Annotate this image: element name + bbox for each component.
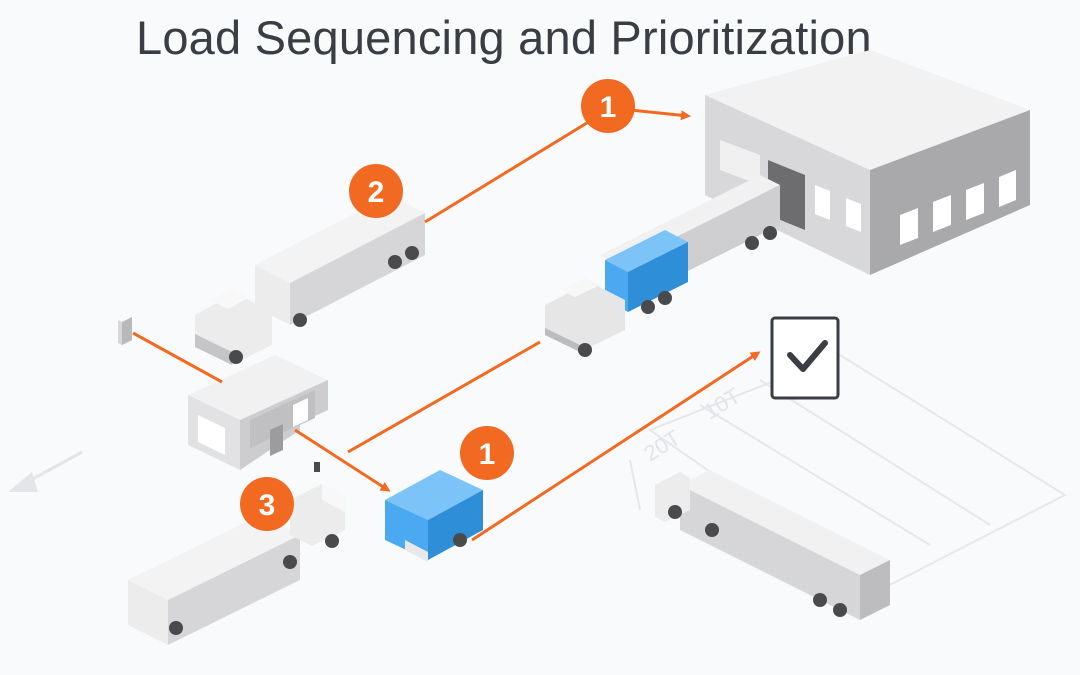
line-gatehouse-to-docked-truck [347, 340, 541, 454]
top-left-truck [195, 195, 425, 365]
bay-label-20t: 20T [639, 425, 684, 466]
svg-text:1: 1 [600, 91, 617, 124]
faint-left-arrow-icon [8, 450, 83, 492]
svg-text:3: 3 [259, 489, 276, 522]
arrow-badge1-to-warehouse-icon [629, 108, 691, 121]
bay-label-10t: 10T [699, 383, 744, 424]
page-title: Load Sequencing and Prioritization [136, 11, 872, 64]
blue-cargo-load [385, 470, 483, 562]
svg-text:2: 2 [368, 176, 385, 209]
gatehouse-icon [188, 355, 328, 470]
arrow-blue-load-to-checkbox-icon [471, 351, 761, 542]
docked-truck [545, 175, 780, 357]
badge-1-load: 1 [460, 426, 514, 480]
checkbox-check-icon [770, 316, 840, 400]
arrow-gatehouse-to-blue-load-icon [294, 428, 391, 492]
line-post-to-gatehouse [132, 331, 223, 384]
gate-post [118, 317, 132, 345]
badge-2-truck: 2 [349, 164, 403, 218]
sequence-arrows [132, 108, 761, 542]
bottom-left-truck [128, 462, 345, 645]
badge-1-warehouse: 1 [581, 79, 635, 133]
bottom-right-truck [655, 470, 890, 620]
warehouse-icon [705, 50, 1030, 275]
svg-text:1: 1 [479, 438, 496, 471]
arrow-truck2-to-badge1 [424, 116, 596, 224]
badge-3-truck: 3 [240, 477, 294, 531]
